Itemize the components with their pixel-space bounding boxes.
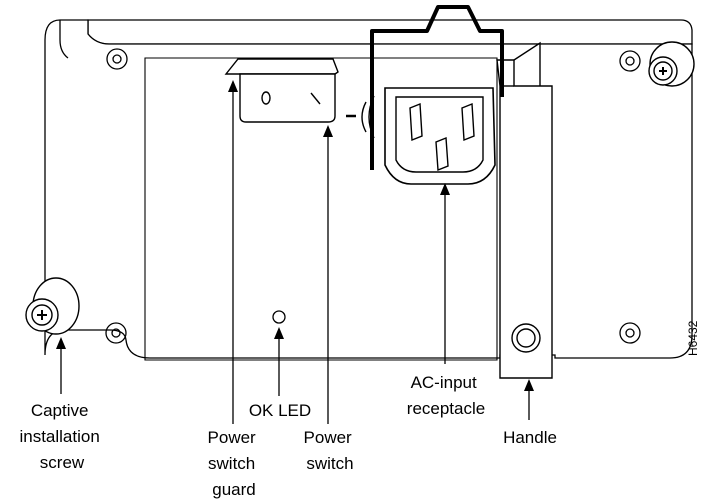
mounting-hole-top-left <box>106 48 128 70</box>
power-switch-guard <box>224 58 339 75</box>
mounting-hole-top-right <box>619 50 641 72</box>
ac-input-arrowhead <box>440 183 450 195</box>
switch-guard-arrowhead <box>228 80 238 92</box>
ok-led <box>272 310 286 324</box>
ac-input-label: AC-input receptacle <box>407 373 485 418</box>
figure-id: H6432 <box>686 320 700 356</box>
captive-screw-top-right <box>648 41 695 87</box>
power-switch <box>239 73 336 123</box>
ok-led-label: OK LED <box>249 401 311 420</box>
captive-screw-bottom-left <box>25 277 80 335</box>
mounting-hole-bottom-right <box>619 322 641 344</box>
power-switch-label: Power switch <box>304 428 357 473</box>
ok-led-arrowhead <box>274 327 284 339</box>
handle-label: Handle <box>503 428 557 447</box>
ground-symbol-icon <box>346 95 375 139</box>
mounting-hole-bottom-left <box>105 322 127 344</box>
switch-guard-label: Power switch guard <box>208 428 261 499</box>
handle-arrowhead <box>524 379 534 391</box>
captive-screw-label: Captive installation screw <box>19 401 104 472</box>
captive-screw-arrowhead <box>56 337 66 349</box>
power-supply-faceplate <box>44 19 693 361</box>
power-switch-arrowhead <box>323 125 333 137</box>
handle <box>496 41 553 379</box>
ac-input-receptacle <box>384 87 496 185</box>
retention-wire-clip <box>370 5 504 170</box>
